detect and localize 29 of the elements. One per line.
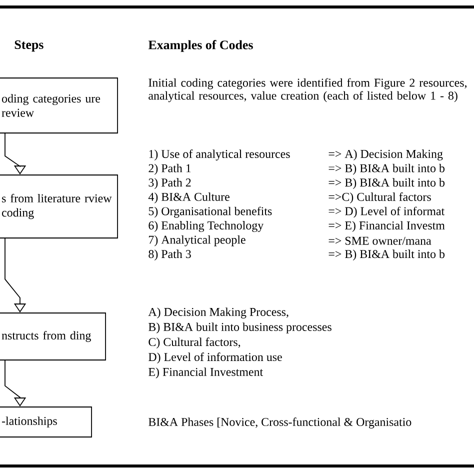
column-heading: Steps	[14, 40, 44, 52]
code-text: => B) BI&A built into b	[328, 178, 445, 190]
code-text: =>C) Cultural factors	[328, 192, 431, 204]
step-box: nstructs from ding	[0, 312, 106, 360]
code-text: => E) Financial Investm	[328, 221, 445, 232]
code-text: 3) Path 2	[148, 178, 191, 190]
code-text: 8) Path 3	[148, 250, 191, 261]
phases-text: BI&A Phases [Novice, Cross-functional & Organisatio	[148, 418, 412, 428]
step-box: oding categories ure review	[0, 78, 118, 134]
step-box: s from literature rview coding	[0, 174, 118, 238]
code-text: 1) Use of analytical resources	[149, 150, 290, 160]
construct-text: D) Level of information use	[148, 352, 282, 364]
code-text: => B) BI&A built into b	[328, 250, 445, 261]
paragraph: Initial coding categories were identified from Figure 2 resources, analytical resources, value creation (each of listed below 1 - 8)	[148, 78, 467, 102]
construct-text: E) Financial Investment	[148, 368, 264, 378]
code-text: 7) Analytical people	[148, 235, 246, 246]
construct-text: B) BI&A built into business processes	[148, 322, 332, 334]
code-text: 5) Organisational benefits	[148, 206, 272, 218]
step-box: -lationships	[0, 406, 92, 438]
code-text: 4) BI&A Culture	[148, 192, 230, 204]
code-text: 6) Enabling Technology	[148, 221, 264, 232]
column-heading: Examples of Codes	[148, 40, 253, 52]
construct-text: C) Cultural factors,	[148, 338, 240, 348]
code-text: => A) Decision Making	[328, 150, 443, 160]
code-text: => D) Level of informat	[328, 206, 445, 218]
code-text: => SME owner/mana	[328, 236, 432, 245]
construct-text: A) Decision Making Process,	[148, 308, 288, 318]
code-text: => B) BI&A built into b	[328, 164, 445, 175]
code-text: 2) Path 1	[148, 164, 191, 175]
